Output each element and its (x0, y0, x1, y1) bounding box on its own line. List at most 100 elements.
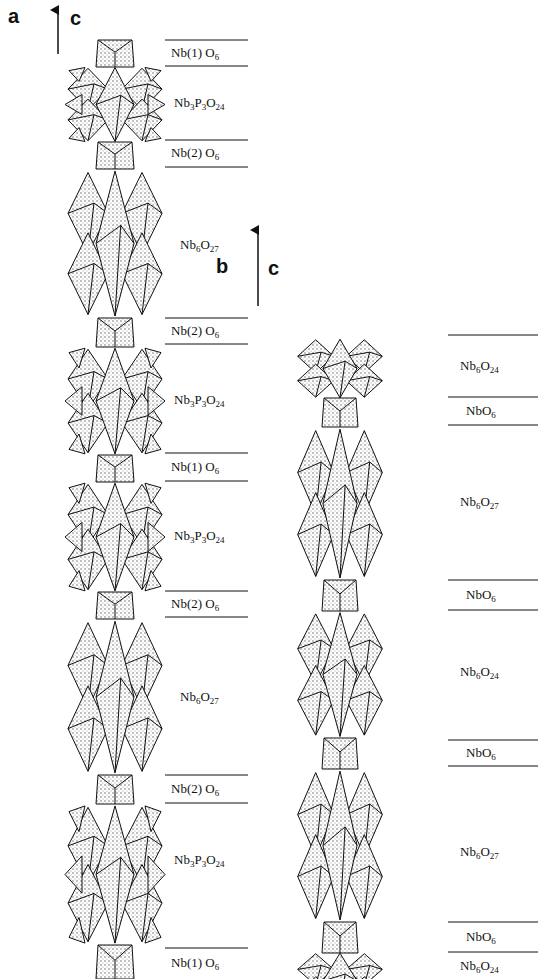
octahedron (322, 922, 358, 953)
octahedron (96, 348, 134, 454)
polyhedron-edge (68, 416, 94, 423)
polyhedron-edge (148, 718, 162, 729)
polyhedron-edge (148, 552, 162, 560)
separator-line (448, 922, 538, 923)
unit-label: Nb(2) O6 (171, 145, 219, 161)
tetrahedron (65, 387, 82, 416)
tetrahedron (69, 571, 85, 591)
octahedron (323, 613, 357, 737)
octahedron (322, 738, 358, 769)
tetrahedron (145, 128, 161, 142)
polyhedron-edge (148, 893, 162, 903)
polyhedron-edge (115, 467, 116, 482)
polyhedron-edge (115, 945, 132, 960)
polyhedron-edge (98, 455, 115, 467)
polyhedron-edge (88, 264, 94, 315)
polyhedron-edge (298, 866, 321, 876)
polyhedron-edge (88, 718, 94, 771)
separator-line (448, 952, 538, 953)
polyhedron-edge (323, 361, 345, 368)
polyhedron-edge (142, 264, 148, 315)
polyhedron-edge (340, 936, 341, 953)
polyhedron-edge (298, 692, 321, 701)
polyhedron-edge (323, 659, 345, 674)
polyhedron-edge (68, 507, 94, 515)
polyhedron-edge (316, 377, 321, 398)
tetrahedron (145, 806, 161, 832)
polyhedron-edge (115, 154, 116, 169)
polyhedron-edge (370, 692, 383, 701)
polyhedron-edge (96, 225, 121, 243)
octahedron (96, 142, 134, 169)
axis-label: c (268, 257, 279, 279)
octahedron (323, 339, 357, 398)
unit-label: NbO6 (466, 403, 496, 419)
polyhedron-edge (370, 965, 383, 969)
octahedron (96, 40, 134, 67)
tetrahedron (148, 95, 165, 115)
polyhedron-edge (148, 115, 162, 120)
octahedron (96, 68, 134, 142)
polyhedron-edge (340, 411, 341, 427)
polyhedron-edge (148, 416, 162, 423)
polyhedron-edge (370, 804, 383, 814)
polyhedron-edge (340, 974, 345, 979)
unit-label: Nb(2) O6 (171, 781, 219, 797)
polyhedron-edge (115, 318, 132, 331)
polyhedron-edge (298, 377, 321, 381)
polyhedron-edge (340, 361, 345, 398)
unit-label: NbO6 (466, 587, 496, 603)
polyhedron-edge (370, 640, 383, 649)
polyhedron-edge (88, 115, 94, 141)
octahedron (96, 945, 134, 979)
tetrahedron (69, 128, 85, 142)
separator-line (165, 803, 248, 804)
octahedron (96, 171, 134, 316)
polyhedron-edge (364, 377, 369, 398)
polyhedron-edge (121, 388, 134, 401)
polyhedron-edge (364, 866, 369, 918)
polyhedron-edge (298, 640, 321, 649)
separator-line (165, 66, 248, 67)
octahedron (96, 592, 134, 619)
tetrahedron (69, 917, 85, 943)
separator-line (165, 453, 248, 454)
polyhedron-edge (148, 507, 162, 515)
polyhedron-edge (68, 718, 94, 729)
polyhedron-edge (298, 804, 321, 814)
polyhedron-edge (345, 659, 357, 674)
unit-label: Nb6O24 (460, 358, 499, 374)
unit-label: Nb6O27 (180, 237, 219, 253)
axis-arrow (257, 230, 259, 306)
octahedron (96, 483, 134, 591)
polyhedron-edge (370, 377, 383, 381)
unit-label: Nb6O27 (460, 844, 499, 860)
polyhedron-edge (324, 738, 340, 752)
polyhedron-edge (370, 866, 383, 876)
polyhedron-edge (98, 40, 115, 52)
tetrahedron (69, 68, 85, 82)
axis-label: b (216, 255, 228, 277)
polyhedron-edge (324, 580, 340, 594)
unit-label: Nb3P3O24 (174, 392, 225, 408)
polyhedron-edge (370, 462, 383, 472)
axis-arrow (57, 10, 59, 54)
polyhedron-edge (345, 974, 357, 979)
polyhedron-edge (115, 40, 132, 52)
octahedron (96, 775, 134, 804)
polyhedron-edge (115, 95, 121, 141)
unit-label: Nb6O27 (180, 689, 219, 705)
polyhedron-edge (316, 524, 321, 576)
polyhedron-edge (98, 775, 115, 788)
polyhedron-edge (340, 580, 356, 594)
unit-label: NbO6 (466, 929, 496, 945)
separator-line (165, 344, 248, 345)
polyhedron-edge (98, 592, 115, 604)
unit-label: Nb(1) O6 (171, 955, 219, 971)
unit-label: Nb(2) O6 (171, 323, 219, 339)
unit-label: Nb6O24 (460, 958, 499, 974)
polyhedron-edge (96, 95, 121, 104)
separator-line (165, 948, 248, 949)
polyhedron-edge (323, 974, 345, 979)
